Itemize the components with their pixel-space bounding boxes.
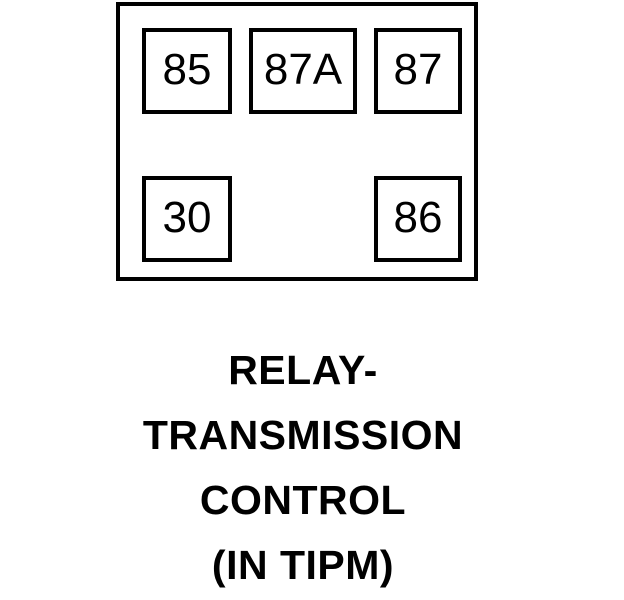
relay-terminal-85[interactable]: 85 [142, 28, 232, 114]
relay-terminal-87-label: 87 [393, 45, 443, 94]
caption-line-1: RELAY- [228, 347, 378, 393]
caption-line-3: CONTROL [199, 477, 407, 523]
relay-caption: RELAY- TRANSMISSION CONTROL (IN TIPM) [0, 338, 606, 598]
caption-line-2: TRANSMISSION [142, 412, 464, 458]
relay-terminal-85-label: 85 [162, 45, 212, 94]
relay-terminal-87a[interactable]: 87A [249, 28, 357, 114]
relay-terminal-30[interactable]: 30 [142, 176, 232, 262]
relay-terminal-87[interactable]: 87 [374, 28, 462, 114]
relay-terminal-30-label: 30 [162, 193, 212, 242]
relay-terminal-86[interactable]: 86 [374, 176, 462, 262]
relay-terminal-86-label: 86 [393, 193, 443, 242]
relay-terminal-87a-label: 87A [263, 45, 343, 94]
relay-body-outline: 85 87A 87 30 86 [116, 2, 478, 281]
caption-line-4: (IN TIPM) [211, 542, 395, 588]
